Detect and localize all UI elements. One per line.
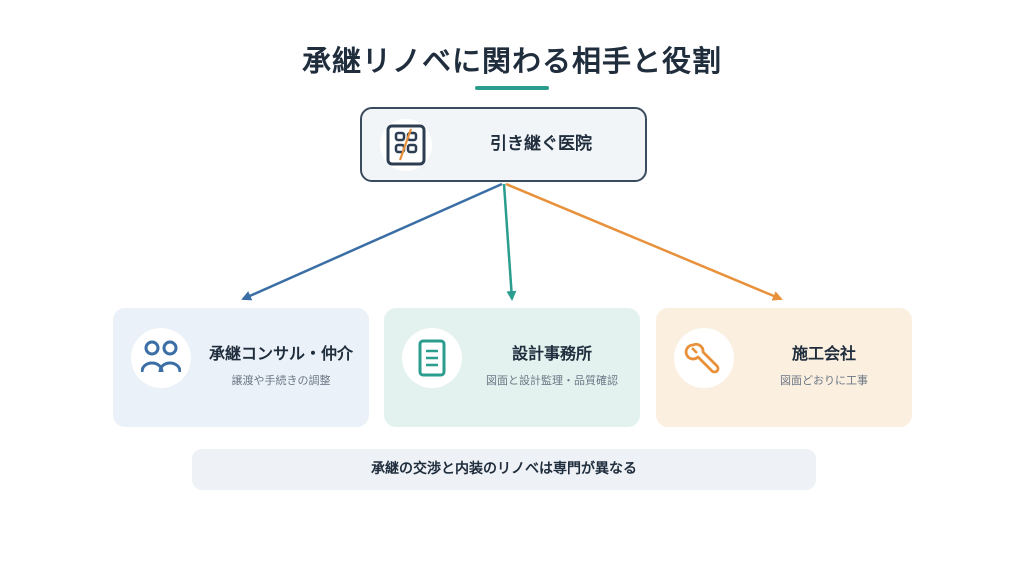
title-underline [475, 86, 549, 90]
builder-subtitle: 図面どおりに工事 [780, 374, 868, 387]
node-consultant: 承継コンサル・仲介 譲渡や手続きの調整 [113, 308, 369, 427]
source-clinic-label: 引き継ぐ医院 [490, 134, 592, 154]
design-icon-circle [402, 328, 462, 388]
source-clinic-node: 引き継ぐ医院 [360, 107, 647, 182]
builder-title: 施工会社 [791, 344, 856, 363]
arrow-to-consult [241, 182, 503, 301]
people-icon [141, 340, 181, 373]
design-title: 設計事務所 [511, 344, 592, 363]
document-icon [418, 339, 446, 377]
consultant-subtitle: 譲渡や手続きの調整 [231, 374, 331, 387]
wrench-icon [684, 342, 720, 374]
clinic-building-icon [386, 124, 426, 166]
design-subtitle: 図面と設計監理・品質確認 [486, 374, 618, 387]
page-title: 承継リノベに関わる相手と役割 [301, 44, 722, 78]
clinic-icon-circle [380, 119, 432, 171]
arrow-to-builder [505, 182, 783, 301]
builder-icon-circle [674, 328, 734, 388]
consultant-title: 承継コンサル・仲介 [208, 344, 353, 363]
arrow-to-design [502, 183, 517, 301]
consultant-icon-circle [131, 328, 191, 388]
node-design-office: 設計事務所 図面と設計監理・品質確認 [384, 308, 640, 427]
footer-note: 承継の交渉と内装のリノベは専門が異なる [192, 449, 816, 490]
node-construction-company: 施工会社 図面どおりに工事 [656, 308, 912, 427]
